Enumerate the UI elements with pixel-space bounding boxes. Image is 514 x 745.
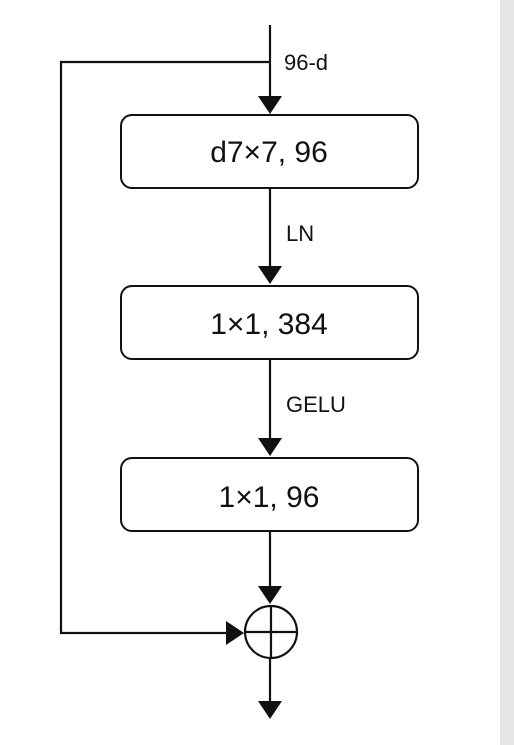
gelu-arrowhead [258, 438, 282, 456]
block-pointwise-expand-label: 1×1, 384 [210, 308, 328, 341]
ln-arrowhead [258, 266, 282, 284]
block-pointwise-project-label: 1×1, 96 [219, 481, 320, 514]
ln-label: LN [286, 221, 314, 246]
gelu-label: GELU [286, 392, 346, 417]
input-dimension-label: 96-d [284, 50, 328, 75]
to-sum-arrowhead [258, 586, 282, 604]
input-arrowhead [258, 96, 282, 114]
skip-arrowhead [226, 621, 244, 645]
output-arrowhead [258, 701, 282, 719]
skip-connection-line [59, 60, 270, 635]
block-depthwise-conv-label: d7×7, 96 [210, 136, 328, 169]
right-edge-shade [500, 0, 514, 745]
